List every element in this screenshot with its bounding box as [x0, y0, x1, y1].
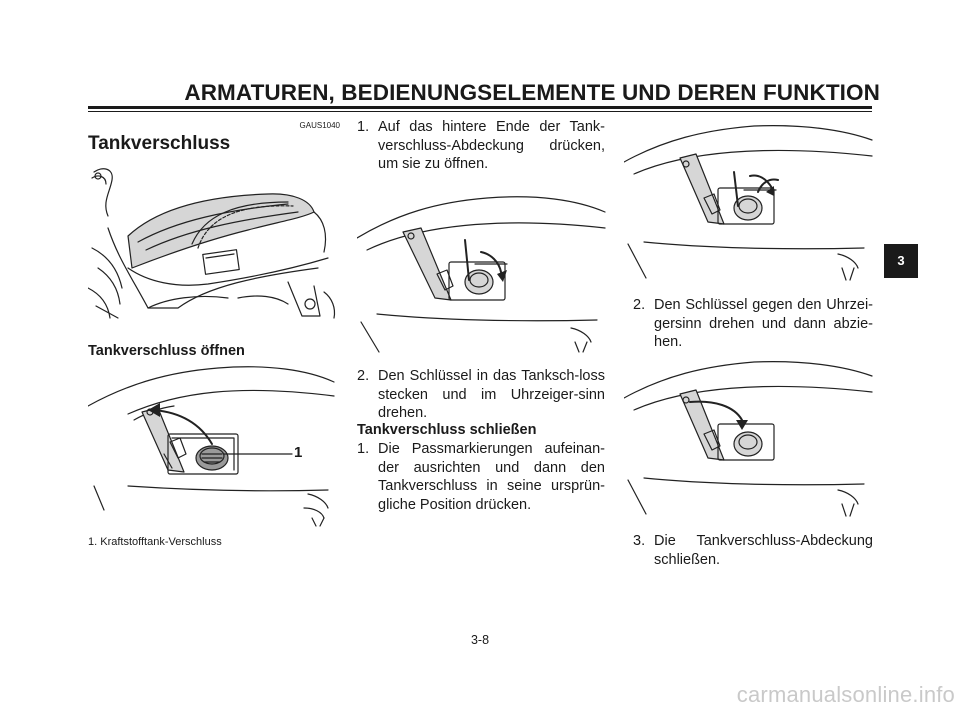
- step-text: Den Schlüssel in das Tanksch-loss stecke…: [378, 368, 605, 421]
- scooter-overview-illustration: [88, 168, 336, 319]
- step-number: 3.: [633, 533, 646, 549]
- reference-code: GAUS1040: [299, 121, 340, 130]
- step-number: 1.: [357, 441, 370, 457]
- close-heading: Tankverschluss schließen: [357, 422, 537, 438]
- section-title: Tankverschluss: [88, 133, 231, 154]
- chapter-tab[interactable]: 3: [884, 244, 918, 278]
- open-heading: Tankverschluss öffnen: [88, 343, 245, 359]
- fuel-cap-illustration-open: [357, 196, 606, 353]
- page-number: 3-8: [470, 633, 490, 647]
- callout-number: 1: [294, 444, 303, 461]
- figure-caption: 1. Kraftstofftank-Verschluss: [88, 536, 222, 548]
- step-number: 2.: [357, 368, 370, 384]
- step-text: Auf das hintere Ende der Tank-verschluss…: [378, 119, 605, 172]
- step-text: Die Passmarkierungen aufeinan-der ausric…: [378, 441, 605, 513]
- header-rule-thin: [88, 111, 872, 112]
- step-text: Die Tankverschluss-Abdeckung schließen.: [654, 533, 873, 568]
- step-text: Den Schlüssel gegen den Uhrzei-gersinn d…: [654, 297, 873, 350]
- watermark: carmanualsonline.info: [736, 682, 955, 707]
- step-number: 1.: [357, 119, 370, 135]
- step-number: 2.: [633, 297, 646, 313]
- fuel-cap-illustration-left: [88, 366, 335, 527]
- fuel-cap-illustration-close-lid: [624, 361, 873, 517]
- header-rule-thick: [88, 106, 872, 109]
- chapter-title: ARMATUREN, BEDIENUNGSELEMENTE UND DEREN …: [184, 80, 880, 105]
- fuel-cap-illustration-remove-key: [624, 125, 873, 281]
